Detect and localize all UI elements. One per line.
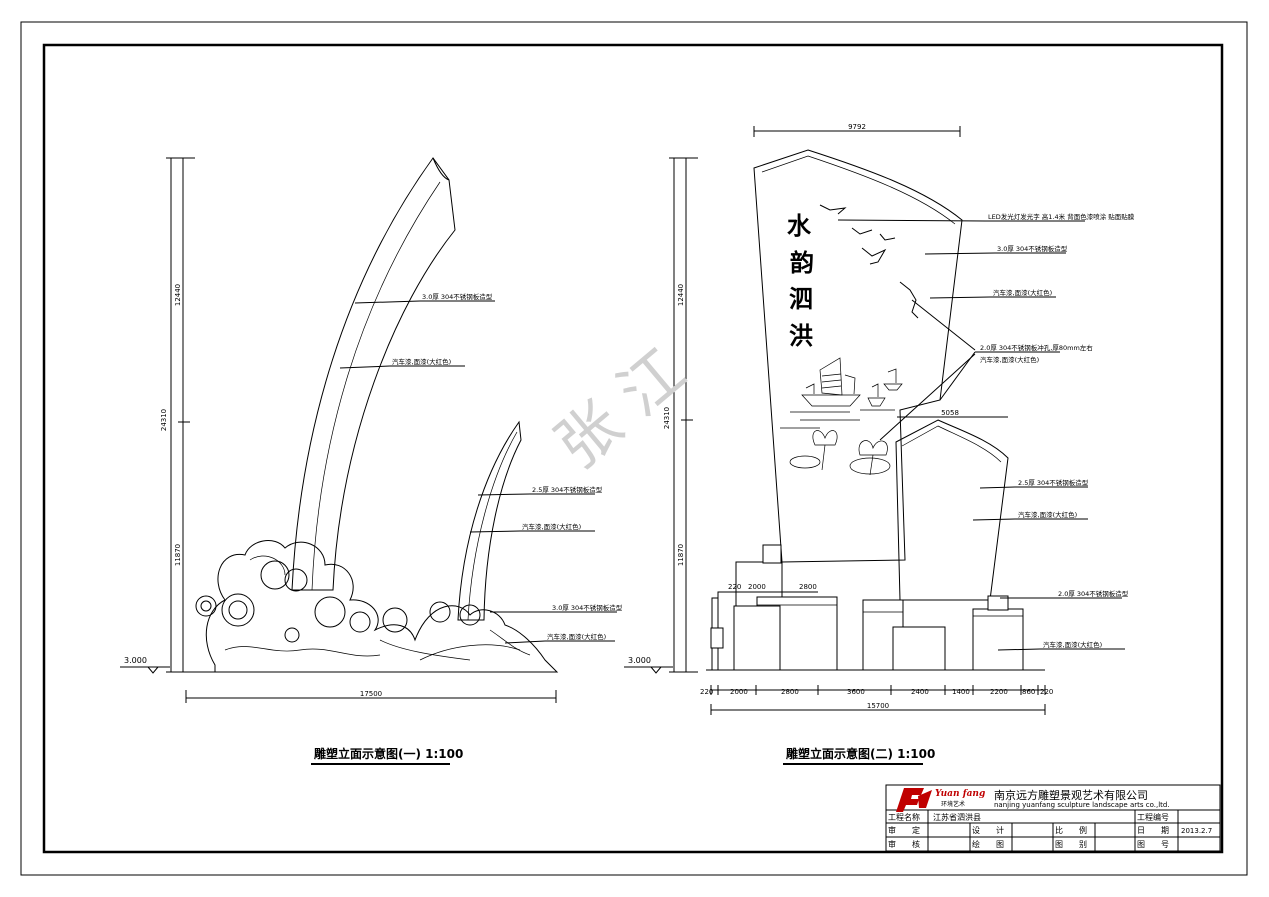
note: 汽车漆,面漆(大红色) <box>1043 640 1102 649</box>
dim: 220 <box>1040 688 1053 696</box>
dim-width: 17500 <box>360 690 382 698</box>
date-value: 2013.2.7 <box>1181 827 1212 835</box>
cell: 图 号 <box>1137 840 1169 849</box>
cell: 图 别 <box>1055 840 1087 849</box>
main-stele <box>753 149 963 563</box>
dim-lower: 11870 <box>174 544 182 566</box>
logo-sub: 环境艺术 <box>941 800 965 808</box>
project-no-label: 工程编号 <box>1137 812 1169 822</box>
note: 汽车漆,面漆(大红色) <box>993 288 1052 297</box>
outer-frame <box>20 21 1248 876</box>
cell: 比 例 <box>1055 825 1087 835</box>
dim: 220 <box>700 688 713 696</box>
calligraphy-char: 洪 <box>789 322 813 350</box>
wave-cloud-base <box>205 540 559 673</box>
large-sail <box>291 157 456 591</box>
dim: 2200 <box>990 688 1008 696</box>
dim-upper: 12440 <box>677 284 685 306</box>
cell: 设 计 <box>972 825 1004 835</box>
note: 2.0厚 304不锈钢板造型 <box>1058 589 1129 598</box>
dim-total-height: 24310 <box>160 409 168 431</box>
title-block: Yuan fang 环境艺术 南京远方雕塑景观艺术有限公司 nanjing yu… <box>885 784 1221 852</box>
drawing-two-title: 雕塑立面示意图(二) 1:100 <box>786 746 935 761</box>
inner-frame <box>42 43 1224 854</box>
note: 汽车漆,面漆(大红色) <box>522 522 581 531</box>
calligraphy-char: 韵 <box>790 249 814 277</box>
cell: 绘 图 <box>972 839 1004 849</box>
cell: 日 期 <box>1137 826 1169 835</box>
elevation-mark: 3.000 <box>124 656 147 665</box>
note: 2.5厚 304不锈钢板造型 <box>1018 478 1089 487</box>
dim-top: 9792 <box>848 123 866 131</box>
dim: 3600 <box>847 688 865 696</box>
base-blocks <box>710 544 1024 671</box>
dim: 220 <box>728 583 741 591</box>
cell: 审 定 <box>888 825 920 835</box>
drawing-two: 12440 24310 11870 3.000 9792 5058 水 韵 泗 … <box>624 123 1135 765</box>
dim: 1400 <box>952 688 970 696</box>
small-boat-icon <box>867 368 903 407</box>
drawing-one-title: 雕塑立面示意图(一) 1:100 <box>314 746 463 761</box>
note: 汽车漆,面漆(大红色) <box>980 355 1039 364</box>
dim-upper: 12440 <box>174 284 182 306</box>
company-name-en: nanjing yuanfang sculpture landscape art… <box>994 801 1170 809</box>
dim: 2800 <box>799 583 817 591</box>
company-logo: Yuan fang 环境艺术 <box>896 788 985 812</box>
note: 汽车漆,面漆(大红色) <box>392 357 451 366</box>
calligraphy-char: 水 <box>787 212 812 240</box>
bird-icons <box>819 204 919 319</box>
company-name-cn: 南京远方雕塑景观艺术有限公司 <box>994 788 1148 802</box>
calligraphy-char: 泗 <box>789 285 813 313</box>
small-sail <box>457 420 522 621</box>
dim: 2400 <box>911 688 929 696</box>
note: 3.0厚 304不锈钢板造型 <box>422 292 493 301</box>
dim-lower: 11870 <box>677 544 685 566</box>
logo-script: Yuan fang <box>935 789 985 799</box>
note: LED发光灯发光字 高1.4米 背面色漆喷涂 贴面贴膜 <box>988 212 1135 221</box>
dim-mid: 5058 <box>941 409 959 417</box>
lotus-icon <box>789 430 891 476</box>
note: 2.0厚 304不锈钢板冲孔,厚80mm左右 <box>980 343 1093 352</box>
dim: 860 <box>1022 688 1035 696</box>
note: 3.0厚 304不锈钢板造型 <box>997 244 1068 253</box>
dim-total-height: 24310 <box>663 407 671 429</box>
dim: 2000 <box>730 688 748 696</box>
note: 汽车漆,面漆(大红色) <box>547 632 606 641</box>
drawing-one: 12440 24310 11870 3.000 <box>120 157 623 765</box>
dim-width: 15700 <box>867 702 889 710</box>
dim: 2000 <box>748 583 766 591</box>
note: 2.5厚 304不锈钢板造型 <box>532 485 603 494</box>
project-label: 工程名称 <box>888 812 920 822</box>
project-value: 江苏省泗洪县 <box>933 812 981 822</box>
note: 汽车漆,面漆(大红色) <box>1018 510 1077 519</box>
elevation-mark: 3.000 <box>628 656 651 665</box>
dim: 2800 <box>781 688 799 696</box>
cell: 审 核 <box>888 839 920 849</box>
right-stele <box>895 419 1009 601</box>
note: 3.0厚 304不锈钢板造型 <box>552 603 623 612</box>
watermark: 张 江 <box>542 334 699 482</box>
junk-boat-icon <box>801 357 861 407</box>
